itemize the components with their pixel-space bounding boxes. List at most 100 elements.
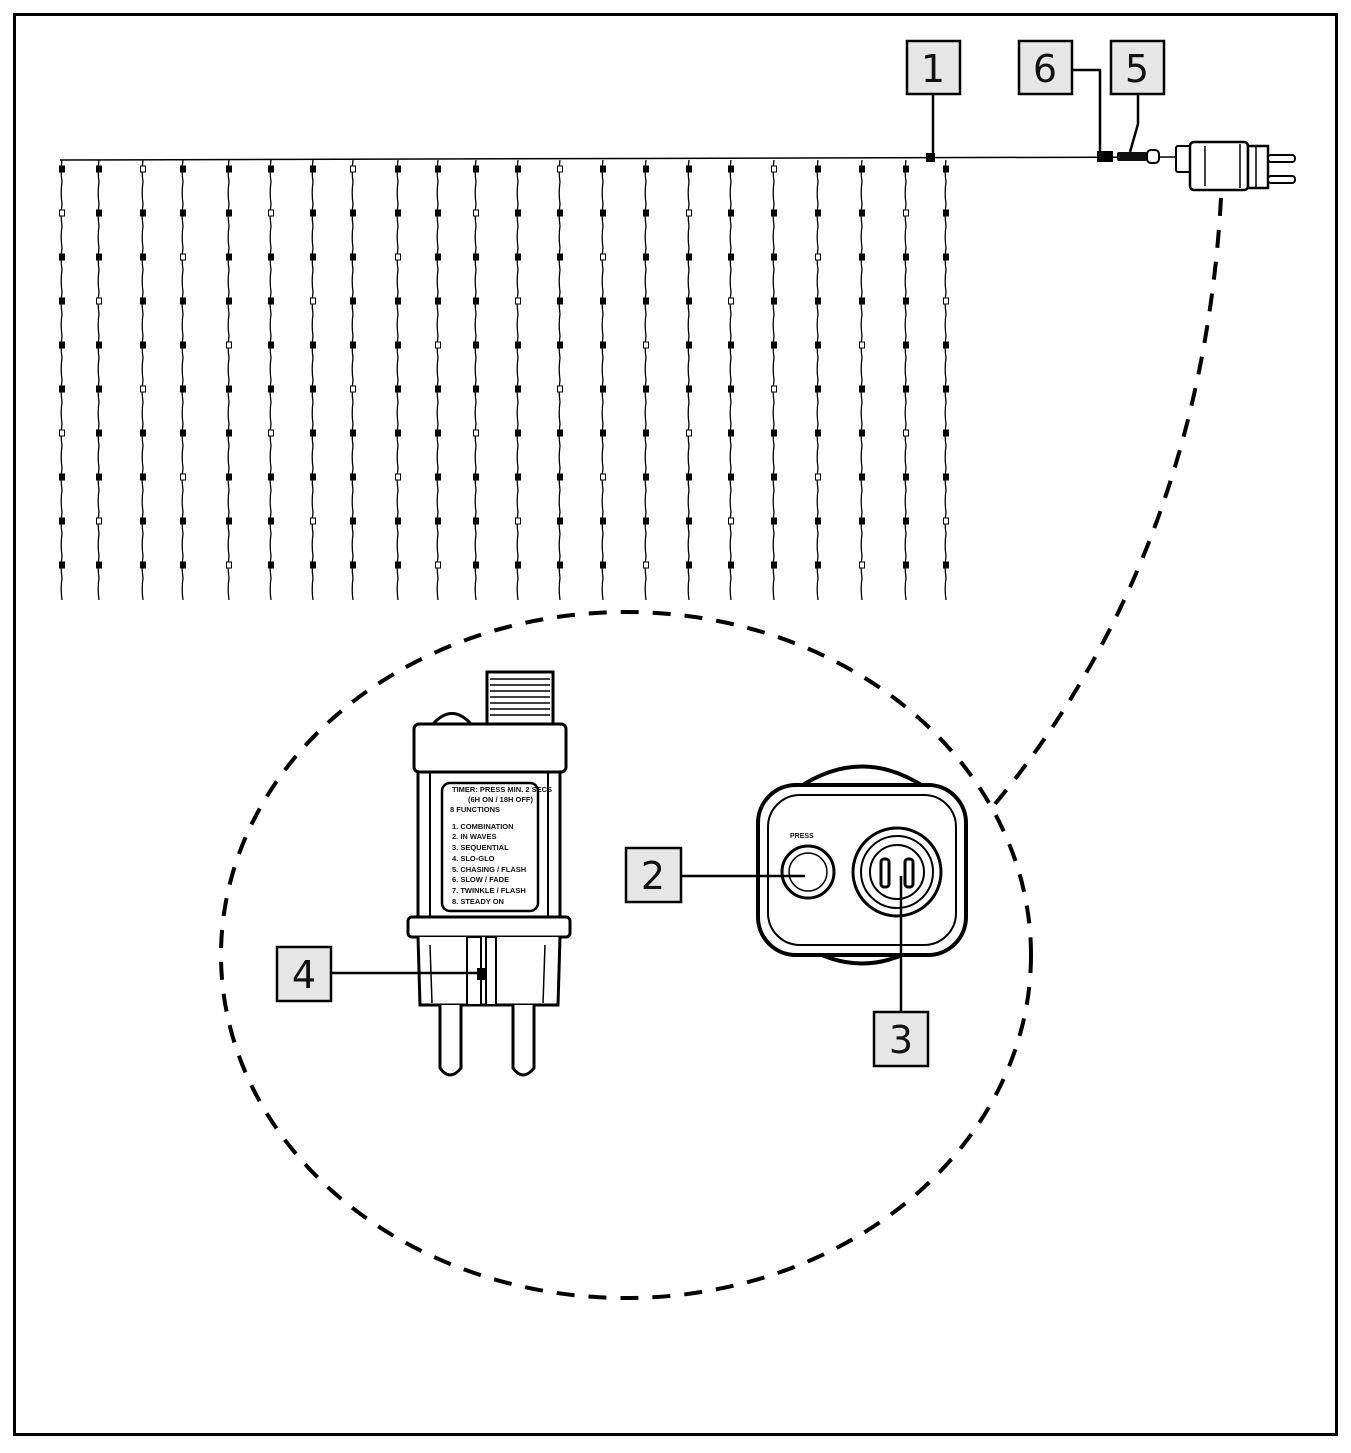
bulb: [643, 297, 649, 305]
bulb: [395, 473, 401, 481]
bulb: [815, 341, 821, 349]
controller-side-view: [406, 670, 572, 1077]
callout-6: 6: [1017, 39, 1074, 96]
light-strand: [728, 159, 734, 601]
light-strand: [226, 159, 232, 601]
function-1: 1. COMBINATION: [452, 822, 514, 831]
light-strand: [140, 159, 146, 601]
light-strand: [96, 159, 102, 601]
bulb: [395, 297, 401, 305]
bulb: [943, 209, 949, 217]
outlet-socket: [851, 826, 943, 918]
bulb: [180, 253, 186, 261]
bulb: [643, 385, 649, 393]
bulb: [310, 297, 316, 305]
bulb: [903, 517, 909, 525]
bulb: [96, 385, 102, 393]
bulb: [643, 341, 649, 349]
bulb: [435, 165, 441, 173]
bulb: [140, 429, 146, 437]
bulb: [180, 209, 186, 217]
bulb: [350, 517, 356, 525]
bulb: [310, 429, 316, 437]
bulb: [268, 385, 274, 393]
bulb: [59, 473, 65, 481]
bulb: [686, 253, 692, 261]
bulb: [395, 517, 401, 525]
bulb: [310, 517, 316, 525]
bulb: [815, 517, 821, 525]
light-strand: [395, 159, 401, 601]
bulb: [226, 341, 232, 349]
bulb: [943, 517, 949, 525]
light-strand: [859, 159, 865, 601]
bulb: [943, 165, 949, 173]
callout-1: 1: [905, 39, 962, 96]
bulb: [728, 297, 734, 305]
bulb: [473, 561, 479, 569]
press-button[interactable]: [780, 844, 836, 900]
bulb: [435, 561, 441, 569]
bulb: [600, 209, 606, 217]
bulb: [268, 429, 274, 437]
label-line-2: (6H ON / 18H OFF): [468, 795, 534, 804]
bulb: [903, 429, 909, 437]
bulb: [815, 165, 821, 173]
bulb: [943, 341, 949, 349]
light-strand: [515, 159, 521, 601]
bulb: [180, 341, 186, 349]
bulb: [771, 385, 777, 393]
bulb: [310, 165, 316, 173]
bulb: [473, 473, 479, 481]
bulb: [515, 385, 521, 393]
bulb: [59, 297, 65, 305]
bulb: [686, 561, 692, 569]
bulb: [350, 429, 356, 437]
bulb: [226, 209, 232, 217]
bulb: [686, 473, 692, 481]
bulb: [473, 517, 479, 525]
bulb: [180, 165, 186, 173]
svg-text:5: 5: [1125, 47, 1149, 91]
bulb: [903, 385, 909, 393]
bulb: [600, 253, 606, 261]
bulb: [557, 473, 563, 481]
bulb: [226, 385, 232, 393]
bulb: [310, 473, 316, 481]
bulb: [859, 385, 865, 393]
bulb: [226, 473, 232, 481]
bulb: [515, 473, 521, 481]
bulb: [268, 297, 274, 305]
bulb: [643, 473, 649, 481]
bulb: [600, 429, 606, 437]
bulb: [180, 297, 186, 305]
bulb: [557, 429, 563, 437]
bulb: [180, 429, 186, 437]
bulb: [771, 253, 777, 261]
bulb: [728, 517, 734, 525]
light-strand: [600, 159, 606, 601]
bulb: [515, 341, 521, 349]
function-8: 8. STEADY ON: [452, 897, 504, 906]
bulb: [435, 253, 441, 261]
bulb: [686, 385, 692, 393]
bulb: [903, 473, 909, 481]
function-6: 6. SLOW / FADE: [452, 875, 509, 884]
bulb: [473, 429, 479, 437]
bulb: [771, 297, 777, 305]
bulb: [435, 517, 441, 525]
bulb: [140, 341, 146, 349]
bulb: [600, 297, 606, 305]
bulb: [59, 341, 65, 349]
bulb: [140, 473, 146, 481]
bulb: [515, 429, 521, 437]
light-strand: [686, 159, 692, 601]
main-cable: [59, 156, 1181, 161]
bulb: [473, 165, 479, 173]
bulb: [859, 165, 865, 173]
bulb: [600, 561, 606, 569]
bulb: [686, 341, 692, 349]
bulb: [140, 517, 146, 525]
bulb: [859, 561, 865, 569]
bulb: [59, 385, 65, 393]
